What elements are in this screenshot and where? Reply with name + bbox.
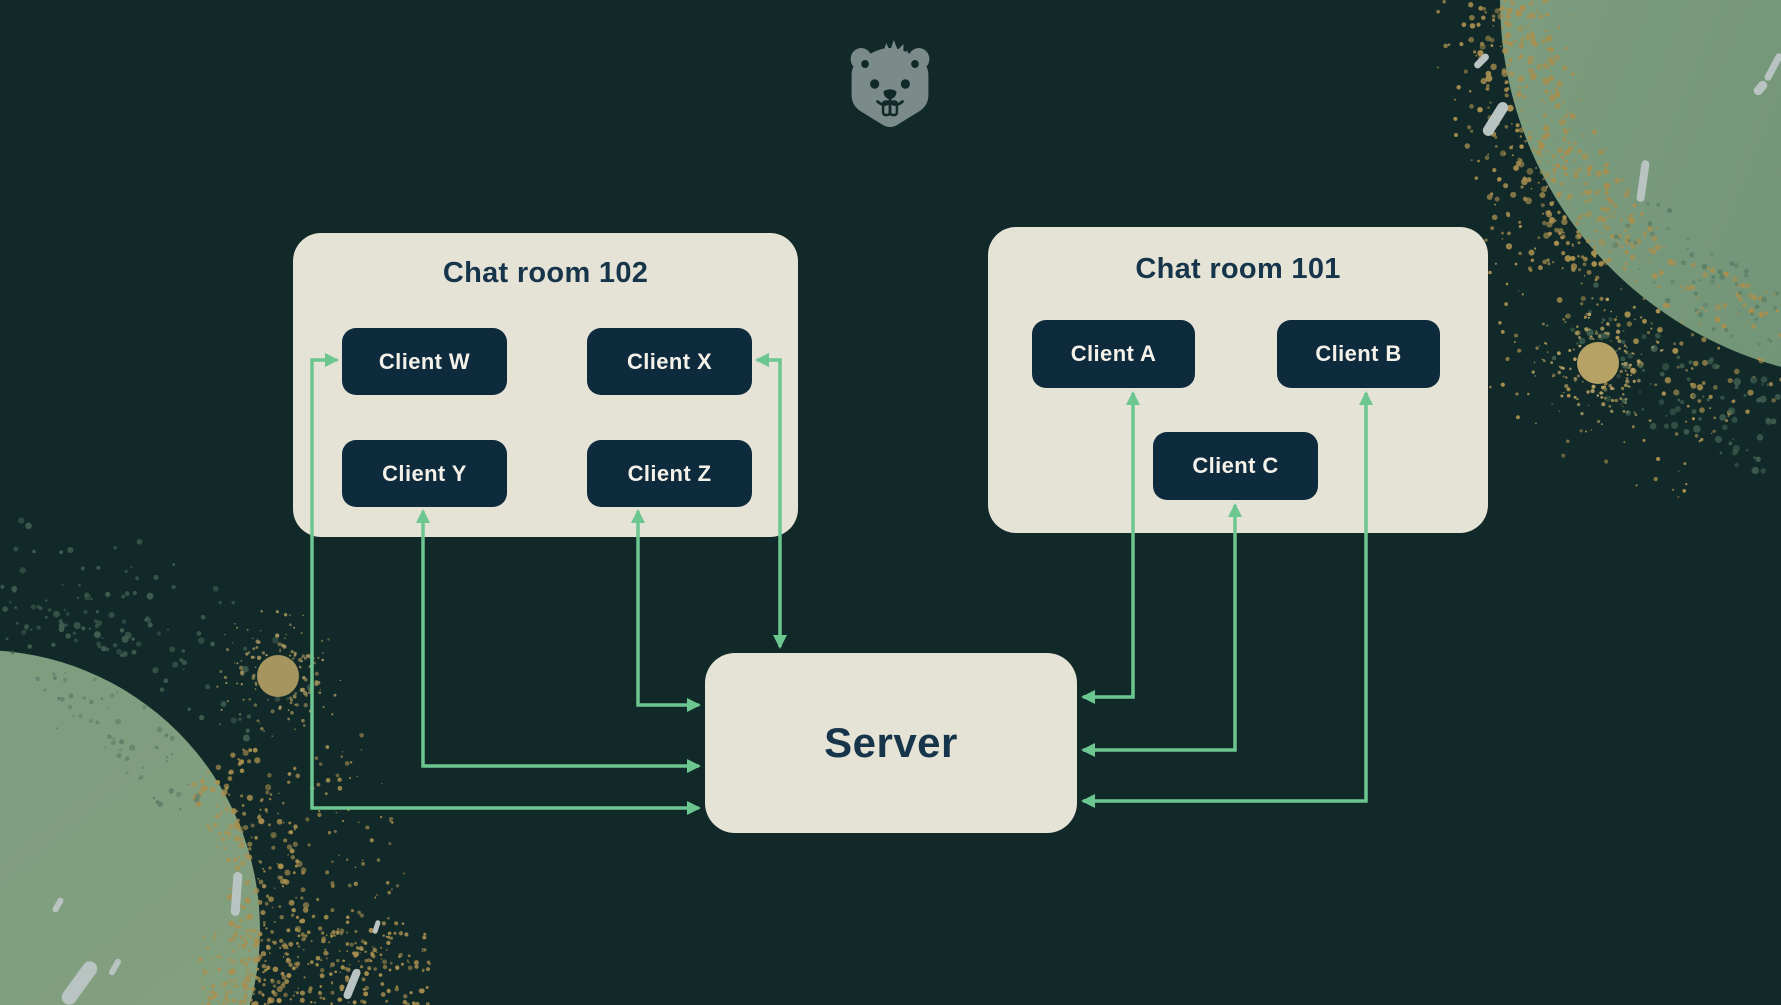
paint-dash	[343, 968, 361, 1000]
arrowhead-icon	[1359, 391, 1373, 405]
paint-dash	[52, 897, 64, 913]
paint-dash	[109, 958, 121, 976]
paint-dash	[1764, 53, 1781, 81]
gold-dot-right-speckles	[1531, 297, 1664, 425]
client-label: Client Z	[627, 460, 712, 486]
arrowhead-icon	[687, 801, 701, 815]
paint-dash	[61, 961, 98, 1005]
arrowhead-icon	[631, 509, 645, 523]
connection-client-y	[416, 509, 701, 773]
arrowhead-icon	[1228, 503, 1242, 517]
arrowhead-icon	[755, 353, 769, 367]
server-node: Server	[705, 653, 1077, 833]
arrowhead-icon	[687, 698, 701, 712]
corner-blob-bottom-left	[0, 650, 260, 1005]
paint-dash	[1753, 80, 1768, 96]
room-panel-101: Chat room 101 Client A Client B Client C	[988, 227, 1488, 533]
gold-dot-left	[257, 655, 299, 697]
connection-client-x	[755, 353, 787, 649]
client-label: Client C	[1192, 453, 1279, 478]
arrowhead-icon	[1081, 794, 1095, 808]
client-node-a: Client A	[1032, 320, 1195, 388]
client-node-w: Client W	[342, 328, 507, 395]
connection-client-a	[1081, 391, 1140, 704]
connection-client-w	[310, 353, 701, 815]
speckles-bottom-left	[0, 517, 431, 1005]
paint-dashes	[52, 53, 1781, 1005]
client-node-y: Client Y	[342, 440, 507, 507]
room-title: Chat room 102	[442, 257, 649, 289]
client-node-b: Client B	[1277, 320, 1440, 388]
paint-dash	[1482, 102, 1509, 136]
paint-dash	[372, 920, 381, 934]
arrowhead-icon	[1081, 743, 1095, 757]
paint-dash	[1636, 160, 1650, 202]
arrowhead-icon	[773, 635, 787, 649]
paint-dash	[230, 872, 243, 916]
connection-client-c	[1081, 503, 1242, 757]
arrowhead-icon	[325, 353, 339, 367]
client-label: Client Y	[382, 460, 467, 486]
arrowhead-icon	[1126, 391, 1140, 405]
room-panel-102: Chat room 102 Client W Client X Client Y…	[293, 233, 798, 537]
paint-dash	[1474, 53, 1489, 69]
arrowhead-icon	[1081, 690, 1095, 704]
speckles-top-right	[1421, 0, 1781, 498]
arrowhead-icon	[687, 759, 701, 773]
gold-dot-right	[1577, 342, 1619, 384]
server-label: Server	[824, 719, 958, 766]
gold-dot-left-speckles	[216, 609, 342, 737]
arrowhead-icon	[416, 509, 430, 523]
client-node-z: Client Z	[587, 440, 752, 507]
client-node-x: Client X	[587, 328, 752, 395]
client-node-c: Client C	[1153, 432, 1318, 500]
connection-client-z	[631, 509, 701, 712]
client-label: Client A	[1070, 341, 1157, 366]
client-label: Client W	[378, 348, 471, 374]
client-label: Client X	[626, 348, 713, 374]
connection-client-b	[1081, 391, 1373, 808]
beaver-mascot-icon	[850, 40, 930, 127]
room-title: Chat room 101	[1135, 253, 1341, 285]
client-label: Client B	[1315, 341, 1402, 366]
